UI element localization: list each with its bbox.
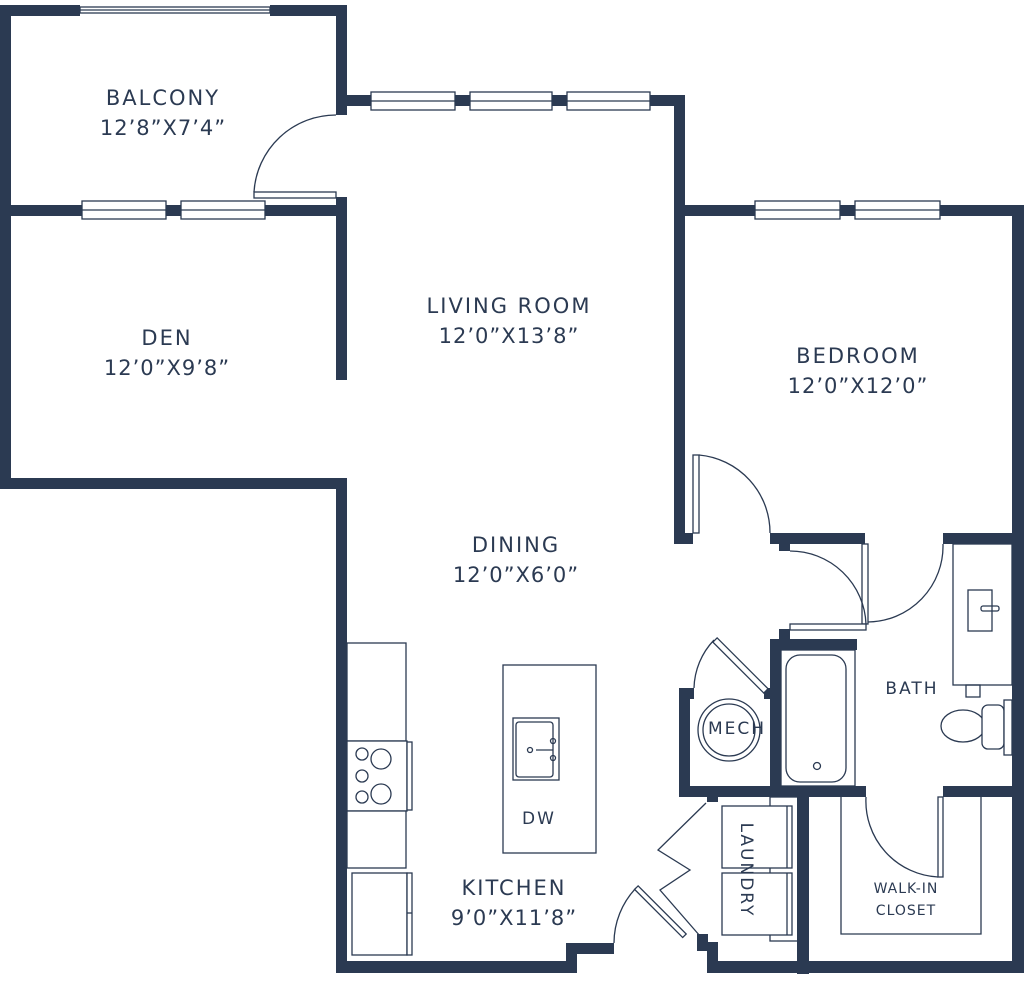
room-name: KITCHEN [461, 876, 567, 900]
bath-fixtures [697, 543, 1013, 787]
dishwasher-label: DW [522, 809, 556, 829]
bathtub [780, 649, 856, 787]
room-name: DEN [141, 326, 193, 350]
room-name: DINING [471, 533, 561, 557]
room-label-dining: DINING 12’0”X6’0” [453, 530, 579, 590]
room-label-living-room: LIVING ROOM 12’0”X13’8” [427, 291, 592, 351]
counter-lower [346, 810, 407, 869]
room-dimensions: 12’0”X9’8” [103, 356, 231, 380]
room-label-laundry: LAUNDRY [731, 823, 761, 918]
water-heater [697, 698, 761, 762]
room-dimensions: 12’8”X7’4” [99, 116, 227, 140]
room-name-line1: WALK-IN [873, 881, 939, 897]
room-label-den: DEN 12’0”X9’8” [104, 323, 230, 383]
room-dimensions: 9’0”X11’8” [450, 906, 578, 930]
room-name: BEDROOM [796, 344, 920, 368]
room-dimensions: 12’0”X12’0” [787, 374, 929, 398]
doors [253, 114, 944, 944]
room-label-mech: MECH [708, 714, 766, 744]
room-label-balcony: BALCONY 12’8”X7’4” [100, 83, 226, 143]
washer [721, 805, 793, 869]
room-name: BALCONY [105, 86, 221, 110]
sink [512, 717, 560, 781]
room-name-line2: CLOSET [875, 903, 937, 919]
room-label-walk-in-closet: WALK-IN CLOSET [874, 878, 939, 922]
kitchen-fixtures [346, 642, 597, 956]
dryer [721, 872, 793, 936]
room-name: LAUNDRY [736, 822, 756, 918]
toilet-bowl [940, 709, 986, 743]
vanity [952, 543, 1013, 686]
laundry-fixtures [721, 796, 982, 942]
room-label-bath: BATH [885, 674, 938, 704]
room-dimensions: 12’0”X6’0” [452, 563, 580, 587]
room-name: MECH [707, 719, 767, 739]
room-dimensions: 12’0”X13’8” [438, 324, 580, 348]
room-name: LIVING ROOM [426, 294, 592, 318]
room-label-bedroom: BEDROOM 12’0”X12’0” [788, 341, 929, 401]
windows [79, 6, 941, 220]
fixture-label-dishwasher: DW [522, 804, 556, 834]
counter [346, 642, 407, 742]
walls [0, 5, 1024, 974]
room-name: BATH [885, 679, 939, 699]
room-label-kitchen: KITCHEN 9’0”X11’8” [451, 873, 577, 933]
refrigerator [351, 872, 408, 956]
